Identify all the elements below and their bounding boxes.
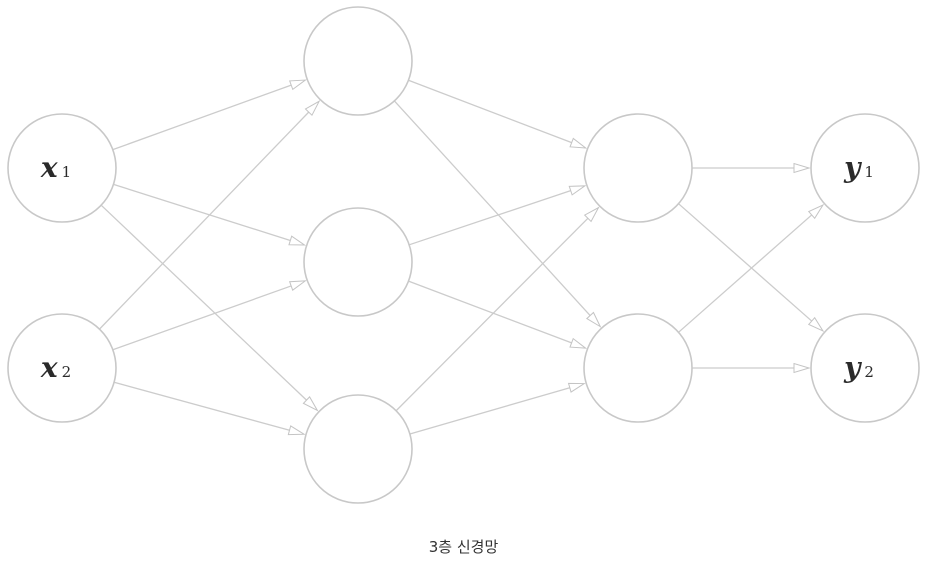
arrowhead-icon — [793, 362, 811, 374]
arrowhead-icon — [793, 162, 811, 174]
arrowhead-icon — [288, 235, 307, 246]
diagram-caption: 3층 신경망 — [428, 538, 499, 556]
edge-l0-n0-to-l1-n2 — [100, 204, 319, 412]
node-layer2-1 — [583, 113, 693, 223]
arrowhead-icon — [585, 311, 602, 328]
arrowhead-icon — [567, 382, 586, 393]
node-layer2-2 — [583, 313, 693, 423]
edge-l2-n0-to-l3-n0 — [692, 162, 811, 174]
node-layer1-1 — [303, 6, 413, 116]
edge-l1-n1-to-l2-n0 — [408, 185, 587, 246]
edge-l2-n1-to-l3-n1 — [692, 362, 811, 374]
edge-l0-n0-to-l1-n1 — [113, 183, 307, 246]
arrowhead-icon — [569, 137, 588, 149]
node-layer1-2 — [303, 207, 413, 317]
edge-l1-n2-to-l2-n1 — [409, 382, 586, 435]
edge-l0-n1-to-l1-n1 — [112, 280, 307, 351]
edge-l2-n1-to-l3-n0 — [678, 203, 825, 333]
arrowhead-icon — [302, 396, 319, 412]
arrowhead-icon — [287, 425, 306, 436]
arrowhead-icon — [583, 206, 600, 223]
arrowhead-icon — [569, 337, 588, 349]
edge-l0-n1-to-l1-n2 — [113, 381, 306, 436]
edges — [99, 79, 825, 436]
arrowhead-icon — [807, 203, 825, 220]
edge-l2-n0-to-l3-n1 — [678, 203, 825, 333]
arrowhead-icon — [568, 185, 587, 196]
edge-l1-n2-to-l2-n0 — [395, 206, 600, 412]
arrowhead-icon — [304, 100, 321, 117]
arrowhead-icon — [288, 280, 307, 291]
arrowhead-icon — [289, 79, 307, 91]
edge-l1-n0-to-l2-n0 — [408, 79, 588, 149]
arrowhead-icon — [807, 316, 825, 333]
edge-l1-n0-to-l2-n1 — [393, 100, 602, 328]
edge-l0-n0-to-l1-n0 — [112, 79, 307, 151]
node-layer1-3 — [303, 394, 413, 504]
edge-l1-n1-to-l2-n1 — [408, 280, 588, 349]
edge-l0-n1-to-l1-n0 — [99, 100, 321, 330]
